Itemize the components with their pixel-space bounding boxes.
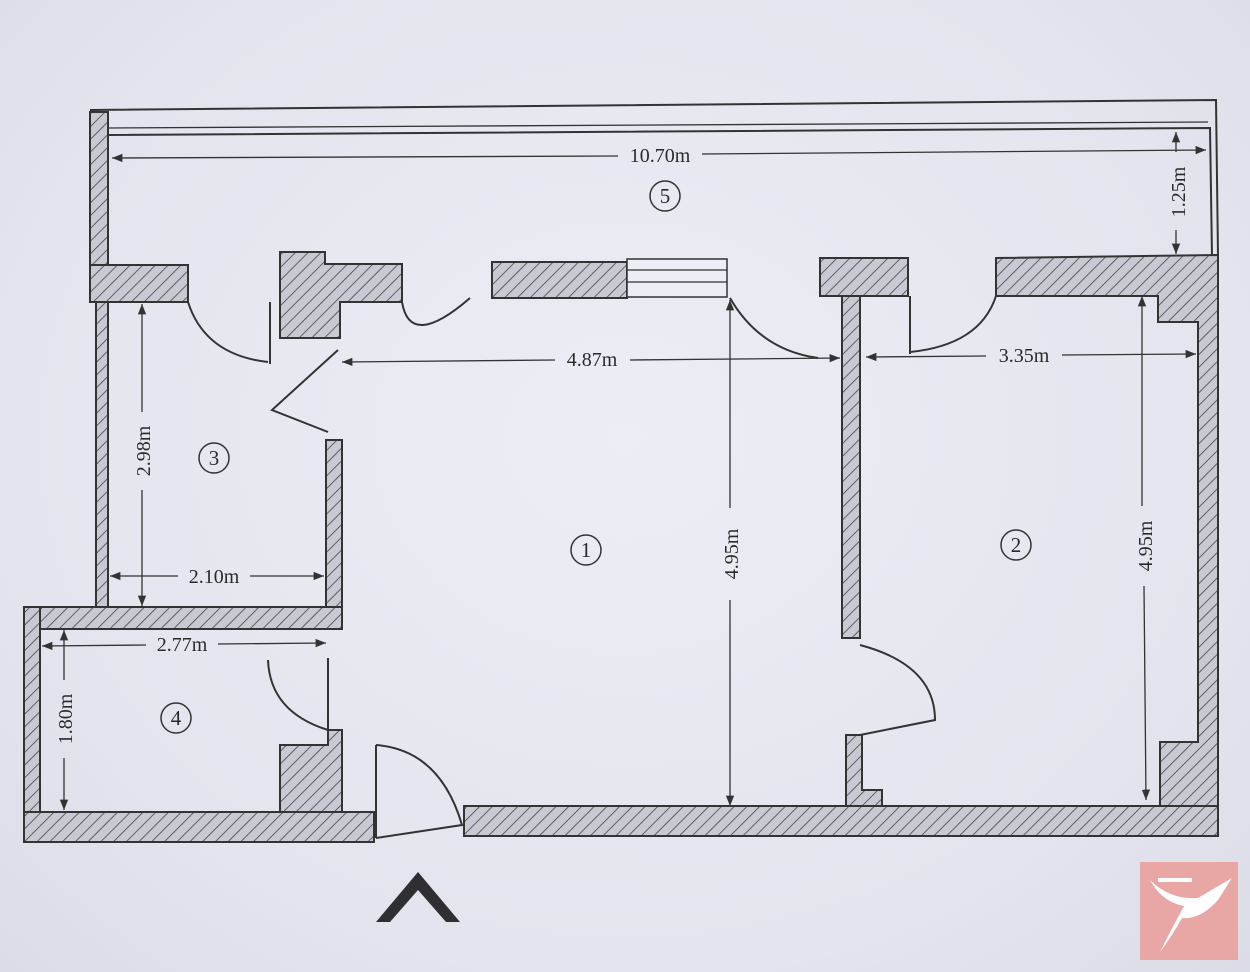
svg-text:4: 4 bbox=[171, 706, 182, 730]
dim-room2-width: 3.35m bbox=[999, 345, 1050, 367]
wall-right bbox=[995, 253, 1219, 831]
doors bbox=[187, 295, 997, 839]
window bbox=[626, 258, 728, 298]
svg-text:2: 2 bbox=[1011, 533, 1022, 557]
wall-partition-1-2 bbox=[841, 295, 861, 639]
dim-room3-width: 2.10m bbox=[189, 566, 240, 588]
door-swing-balcony-middle bbox=[729, 297, 819, 359]
door-swing-room2 bbox=[859, 644, 937, 736]
svg-text:3: 3 bbox=[209, 446, 220, 470]
wall-bottom-left bbox=[23, 811, 375, 843]
dim-room4-width: 2.77m bbox=[157, 634, 208, 656]
door-swing-room1-top bbox=[401, 297, 471, 326]
room-numbers: 1 2 3 4 5 bbox=[160, 180, 1032, 734]
wall-top-middle bbox=[491, 261, 628, 299]
dim-room4-depth: 1.80m bbox=[55, 693, 77, 744]
walls bbox=[23, 111, 1219, 843]
door-swing-entrance bbox=[375, 744, 464, 839]
svg-text:5: 5 bbox=[660, 184, 671, 208]
door-swing-room3-inner bbox=[270, 349, 339, 433]
dim-room3-depth: 2.98m bbox=[133, 425, 155, 476]
wall-room3-right bbox=[325, 439, 343, 621]
wall-column bbox=[279, 251, 403, 339]
door-swing-room4 bbox=[267, 658, 329, 732]
door-swing-room2-top bbox=[909, 295, 997, 353]
svg-text:1: 1 bbox=[581, 538, 592, 562]
room-label-3: 3 bbox=[198, 442, 230, 474]
dim-room2-depth: 4.95m bbox=[1135, 520, 1157, 571]
dim-room1-depth: 4.95m bbox=[721, 528, 743, 579]
dimension-lines bbox=[41, 132, 1207, 810]
balcony-outline bbox=[89, 98, 1219, 257]
wall-room3-room4 bbox=[23, 606, 343, 630]
room-label-5: 5 bbox=[649, 180, 681, 212]
room-label-2: 2 bbox=[1000, 529, 1032, 561]
dim-room1-width: 4.87m bbox=[567, 349, 618, 371]
wall-room2-column bbox=[845, 734, 883, 807]
wall-room4-left bbox=[23, 606, 41, 843]
dim-balcony-depth: 1.25m bbox=[1168, 166, 1190, 217]
room-label-1: 1 bbox=[570, 534, 602, 566]
wall-room3-left bbox=[95, 301, 109, 609]
bird-logo-icon bbox=[1140, 862, 1238, 960]
wall-top-left bbox=[89, 264, 189, 303]
room-label-4: 4 bbox=[160, 702, 192, 734]
wall-top-right-a bbox=[819, 257, 909, 297]
north-chevron-icon bbox=[376, 872, 460, 922]
door-swing-room3 bbox=[187, 301, 269, 363]
dim-total-width: 10.70m bbox=[630, 145, 691, 167]
dimension-labels: 10.70m 1.25m 4.87m 3.35m 4.95m 4.95m 2.9… bbox=[55, 145, 1190, 744]
wall-bottom-right bbox=[463, 805, 1219, 837]
